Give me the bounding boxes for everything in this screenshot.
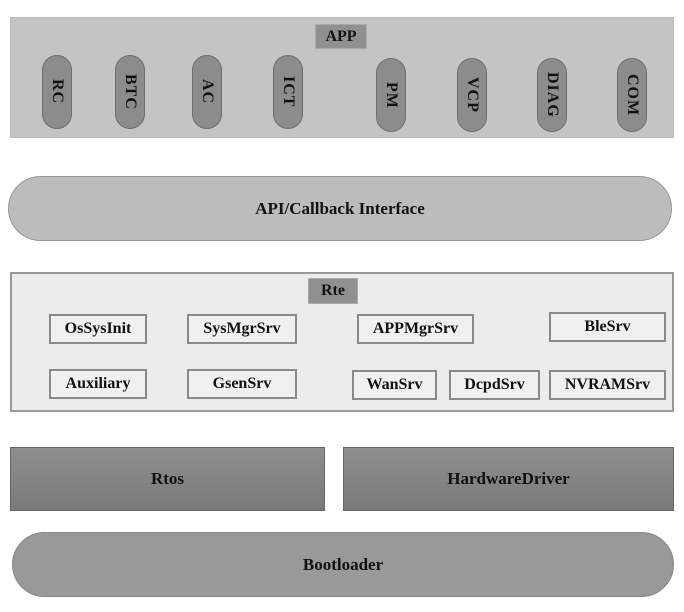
module-rc: RC bbox=[42, 55, 72, 129]
service-ossysinit: OsSysInit bbox=[49, 314, 147, 344]
service-blesrv: BleSrv bbox=[549, 312, 666, 342]
service-gsensrv: GsenSrv bbox=[187, 369, 297, 399]
module-ict: ICT bbox=[273, 55, 303, 129]
bootloader-layer: Bootloader bbox=[12, 532, 674, 597]
service-auxiliary: Auxiliary bbox=[49, 369, 147, 399]
service-wansrv: WanSrv bbox=[352, 370, 437, 400]
module-ac: AC bbox=[192, 55, 222, 129]
module-diag: DIAG bbox=[537, 58, 567, 132]
service-appmgrsrv: APPMgrSrv bbox=[357, 314, 474, 344]
rtos-layer: Rtos bbox=[10, 447, 325, 511]
service-nvramsrv: NVRAMSrv bbox=[549, 370, 666, 400]
module-vcp: VCP bbox=[457, 58, 487, 132]
module-pm: PM bbox=[376, 58, 406, 132]
hardware-driver-layer: HardwareDriver bbox=[343, 447, 674, 511]
app-title: APP bbox=[315, 24, 367, 49]
module-btc: BTC bbox=[115, 55, 145, 129]
service-dcpdsrv: DcpdSrv bbox=[449, 370, 540, 400]
service-sysmgrsrv: SysMgrSrv bbox=[187, 314, 297, 344]
module-com: COM bbox=[617, 58, 647, 132]
api-callback-interface: API/Callback Interface bbox=[8, 176, 672, 241]
rte-title: Rte bbox=[308, 278, 358, 304]
